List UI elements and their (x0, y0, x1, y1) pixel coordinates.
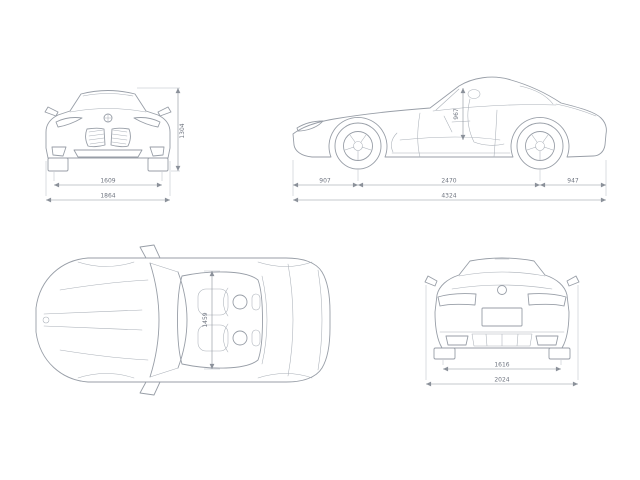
front-roof-seam (82, 93, 134, 97)
side-mirror-right (157, 106, 172, 117)
front-overhang-label: 907 (319, 178, 331, 185)
door-rear-seam (493, 109, 498, 158)
side-beltline (432, 104, 557, 112)
hood-spear-bottom (59, 349, 149, 361)
character-line (399, 136, 501, 141)
rear-overhang-label: 947 (567, 178, 579, 185)
kidney-grille-left (85, 127, 106, 148)
top-body-outline (35, 257, 331, 383)
rear-body-outline (434, 257, 570, 349)
a-pillar-top-left (149, 262, 179, 273)
windshield-base (149, 262, 160, 378)
overall-length-label: 4324 (441, 193, 456, 200)
kidney-grille-right (110, 127, 131, 148)
rear-track-dimension: 1616 (442, 360, 562, 372)
taillight-right (527, 293, 567, 307)
front-side-intake-left (51, 146, 67, 157)
rear-overhang-dimension: 947 (540, 178, 606, 188)
hood-crease-top (43, 309, 143, 315)
side-view: 967 907 2470 947 4324 (292, 76, 607, 203)
windshield-header (177, 271, 188, 369)
bmw-roundel-icon (497, 285, 507, 295)
rear-wheel (516, 122, 564, 170)
side-mirror-left (44, 106, 59, 117)
hood-spear-top (59, 279, 149, 291)
front-wheel (334, 122, 382, 170)
front-lower-intake (73, 149, 143, 158)
taillight-left (437, 293, 477, 307)
seat-height-dimension: 967 (453, 88, 466, 140)
top-view: 1459 (35, 244, 331, 396)
height-dimension: 1304 (137, 87, 186, 172)
a-pillar-top-right (149, 367, 179, 378)
top-mirror-left (139, 244, 161, 259)
width-with-mirrors-label: 2024 (494, 377, 509, 384)
hood-crease-bottom (43, 325, 143, 331)
rear-trunk-line (451, 284, 553, 290)
top-mirror-right (139, 381, 161, 396)
side-body-outline (292, 76, 607, 158)
rear-track-label: 1616 (494, 362, 509, 369)
front-tire-right (147, 157, 169, 172)
seat-height-label: 967 (453, 108, 460, 120)
cockpit-opening (177, 271, 263, 369)
license-plate (481, 307, 523, 327)
softtop-rear-line (519, 85, 554, 105)
rear-mirror-right (566, 275, 580, 287)
height-label: 1304 (179, 123, 186, 138)
front-overhang-dimension: 907 (293, 178, 358, 188)
exhaust-right (535, 335, 559, 346)
fender-bulge-lines (77, 261, 313, 379)
roll-hoop-right (251, 329, 261, 347)
driver-seat (197, 287, 248, 317)
rear-tire-left (433, 347, 456, 360)
headlight-left (55, 117, 83, 128)
deck-line (261, 275, 268, 365)
front-body-outline (45, 90, 171, 159)
front-view: 1609 1864 1304 (44, 87, 186, 203)
front-tire-left (47, 157, 69, 172)
a-pillar-line (435, 88, 460, 111)
overall-width-dimension: 1864 (45, 161, 171, 203)
trunk-edge (317, 269, 323, 371)
width-with-mirrors-dimension: 2024 (425, 285, 579, 387)
diffuser (471, 333, 533, 347)
front-side-intake-right (149, 146, 165, 157)
side-vent (391, 132, 398, 153)
front-track-label: 1609 (100, 178, 115, 185)
headlight-right (133, 117, 161, 128)
side-headlight (296, 120, 324, 132)
rear-mirror-left (424, 275, 438, 287)
wheelbase-label: 2470 (441, 178, 456, 185)
seat-outline (443, 89, 505, 146)
door-handle (451, 120, 471, 123)
door-front-seam (417, 112, 421, 158)
overall-length-dimension: 4324 (293, 193, 606, 203)
exhaust-left (445, 335, 469, 346)
bmw-roundel-icon (42, 316, 50, 324)
bmw-roundel-icon (103, 113, 113, 123)
front-track-dimension: 1609 (53, 172, 163, 188)
cabin-width-label: 1459 (202, 312, 209, 327)
wheelbase-dimension: 2470 (358, 178, 540, 188)
front-cowl-line (69, 108, 147, 113)
rear-view: 1616 2024 (424, 257, 580, 387)
roll-hoop-left (251, 293, 261, 311)
rear-tire-right (548, 347, 571, 360)
overall-width-label: 1864 (100, 193, 115, 200)
rear-deck-seam (555, 103, 597, 117)
trunk-seam (287, 263, 294, 377)
cabin-width-dimension: 1459 (202, 270, 220, 370)
rear-deck-line (458, 271, 546, 277)
